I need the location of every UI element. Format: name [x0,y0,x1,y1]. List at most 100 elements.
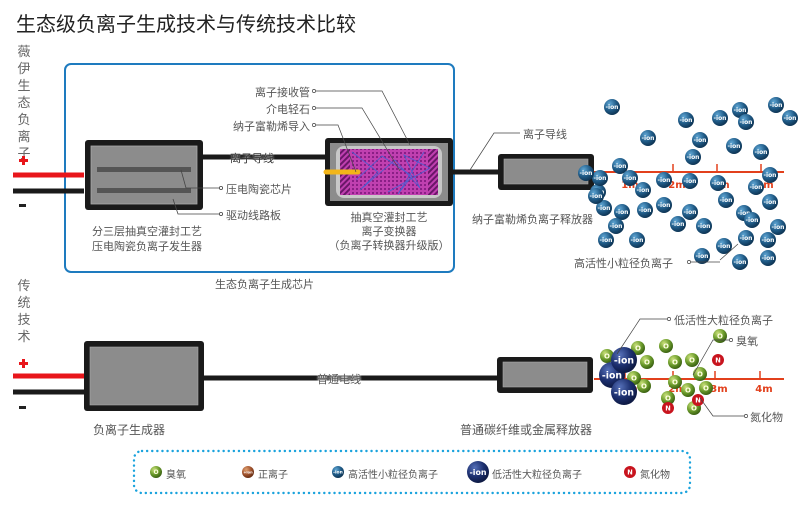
svg-text:O: O [685,387,691,395]
svg-text:-ion: -ion [642,135,655,142]
svg-text:-ion: -ion [770,102,783,109]
ozone-particle: O [693,367,707,381]
svg-text:O: O [635,345,641,353]
svg-text:O: O [703,385,709,393]
svg-text:-ion: -ion [764,172,777,179]
small-negative-ion-particle: -ion [710,175,726,191]
legend-positive-ion-icon: +ion [242,466,254,478]
small-negative-ion-particle: -ion [670,216,686,232]
legend-nitride-icon: N [624,466,636,478]
svg-text:-ion: -ion [696,253,709,260]
svg-text:O: O [644,359,650,367]
large-negative-ion-particle: -ion [611,379,637,405]
ozone-particle: O [681,383,695,397]
small-negative-ion-particle: -ion [726,138,742,154]
legend-ozone-icon: O [150,466,162,478]
svg-text:-ion: -ion [740,235,753,242]
converter-label: 抽真空灌封工艺 离子变换器 （负离子转换器升级版） [314,211,464,253]
ion-wire-label: 离子导线 [230,152,274,165]
nitride-particle: N [712,354,724,366]
svg-text:-ion: -ion [658,177,671,184]
small-negative-ion-particle: -ion [768,97,784,113]
converter-line1: 抽真空灌封工艺 [350,211,428,224]
legend-small-ion-icon: -ion [332,466,344,478]
svg-text:-ion: -ion [631,237,644,244]
axis-tick-label: 3m [710,384,727,395]
legend-large-ion-icon: -ion [467,461,489,483]
legend-label-small-ion: 高活性小粒径负离子 [348,470,438,481]
generator-plate-lower [97,188,191,193]
svg-text:O: O [689,357,695,365]
small-negative-ion-particle: -ion [578,165,594,181]
small-negative-ion-particle: -ion [696,218,712,234]
ozone-particle: O [699,381,713,395]
small-negative-ion-particle: -ion [738,114,754,130]
large-negative-ion-particle: -ion [611,347,637,373]
ozone-particle: O [668,355,682,369]
legend-icons: O +ion -ion -ion N [150,461,636,483]
svg-text:O: O [631,375,637,383]
axis-tick-label: 2m [668,384,685,395]
small-negative-ion-particle: -ion [732,102,748,118]
traditional-generator-box [84,341,204,411]
receiver-callout-line [315,90,411,146]
large-ion-label: 低活性大粒径负离子 [674,314,773,327]
chip-panel-label: 生态负离子生成芯片 [215,278,314,291]
svg-text:-ion: -ion [469,468,486,477]
svg-text:O: O [153,469,158,476]
svg-text:O: O [604,353,610,361]
svg-text:-ion: -ion [600,237,613,244]
svg-text:O: O [691,405,697,413]
driver-callout-line [172,198,220,215]
ozone-particle: O [668,375,682,389]
ozone-callout-line [692,339,730,376]
ozone-label: 臭氧 [736,335,758,348]
small-negative-ion-particle: -ion [592,170,608,186]
svg-text:-ion: -ion [762,237,775,244]
svg-text:-ion: -ion [698,223,711,230]
svg-text:-ion: -ion [712,180,725,187]
svg-text:-ion: -ion [750,184,763,191]
piezo-chip-label: 压电陶瓷芯片 [226,183,292,196]
ion-wire-label-2: 离子导线 [523,128,567,141]
small-negative-ion-particle: -ion [748,179,764,195]
small-negative-ion-particle: -ion [770,219,786,235]
svg-text:-ion: -ion [614,355,634,366]
ozone-particle: O [659,339,673,353]
svg-text:-ion: -ion [658,202,671,209]
svg-text:-ion: -ion [680,117,693,124]
svg-text:-ion: -ion [772,224,785,231]
traditional-generator-label: 负离子生成器 [93,423,166,437]
svg-text:-ion: -ion [738,210,751,217]
svg-text:-ion: -ion [714,115,727,122]
ozone-particle: O [640,355,654,369]
svg-text:-ion: -ion [740,119,753,126]
tourmaline-label: 介电轻石 [266,103,310,116]
ozone-particle: O [713,329,727,343]
piezo-callout-line [180,169,220,189]
eco-emitter [498,154,594,190]
svg-text:-ion: -ion [672,221,685,228]
eco-plus-icon [19,156,28,165]
small-negative-ion-particle: -ion [692,132,708,148]
ozone-particle: O [600,349,614,363]
small-negative-ion-particle: -ion [744,212,760,228]
traditional-emitter-label: 普通碳纤维或金属释放器 [460,423,593,437]
svg-text:-ion: -ion [637,187,650,194]
fullerene-input-label: 纳子富勒烯导入 [233,120,310,133]
small-negative-ion-particle: -ion [716,238,732,254]
small-negative-ion-particle: -ion [598,232,614,248]
svg-text:-ion: -ion [734,259,747,266]
small-negative-ion-particle: -ion [678,112,694,128]
legend-border [132,449,692,495]
axis-tick-label: 4m [755,384,772,395]
nitride-particle: N [692,394,704,406]
svg-text:O: O [665,395,671,403]
ordinary-cable-label: 普通电线 [317,373,361,386]
svg-text:-ion: -ion [764,199,777,206]
small-negative-ion-particle: -ion [604,99,620,115]
small-negative-ion-particle: -ion [629,232,645,248]
eco-power-wires [13,172,84,194]
